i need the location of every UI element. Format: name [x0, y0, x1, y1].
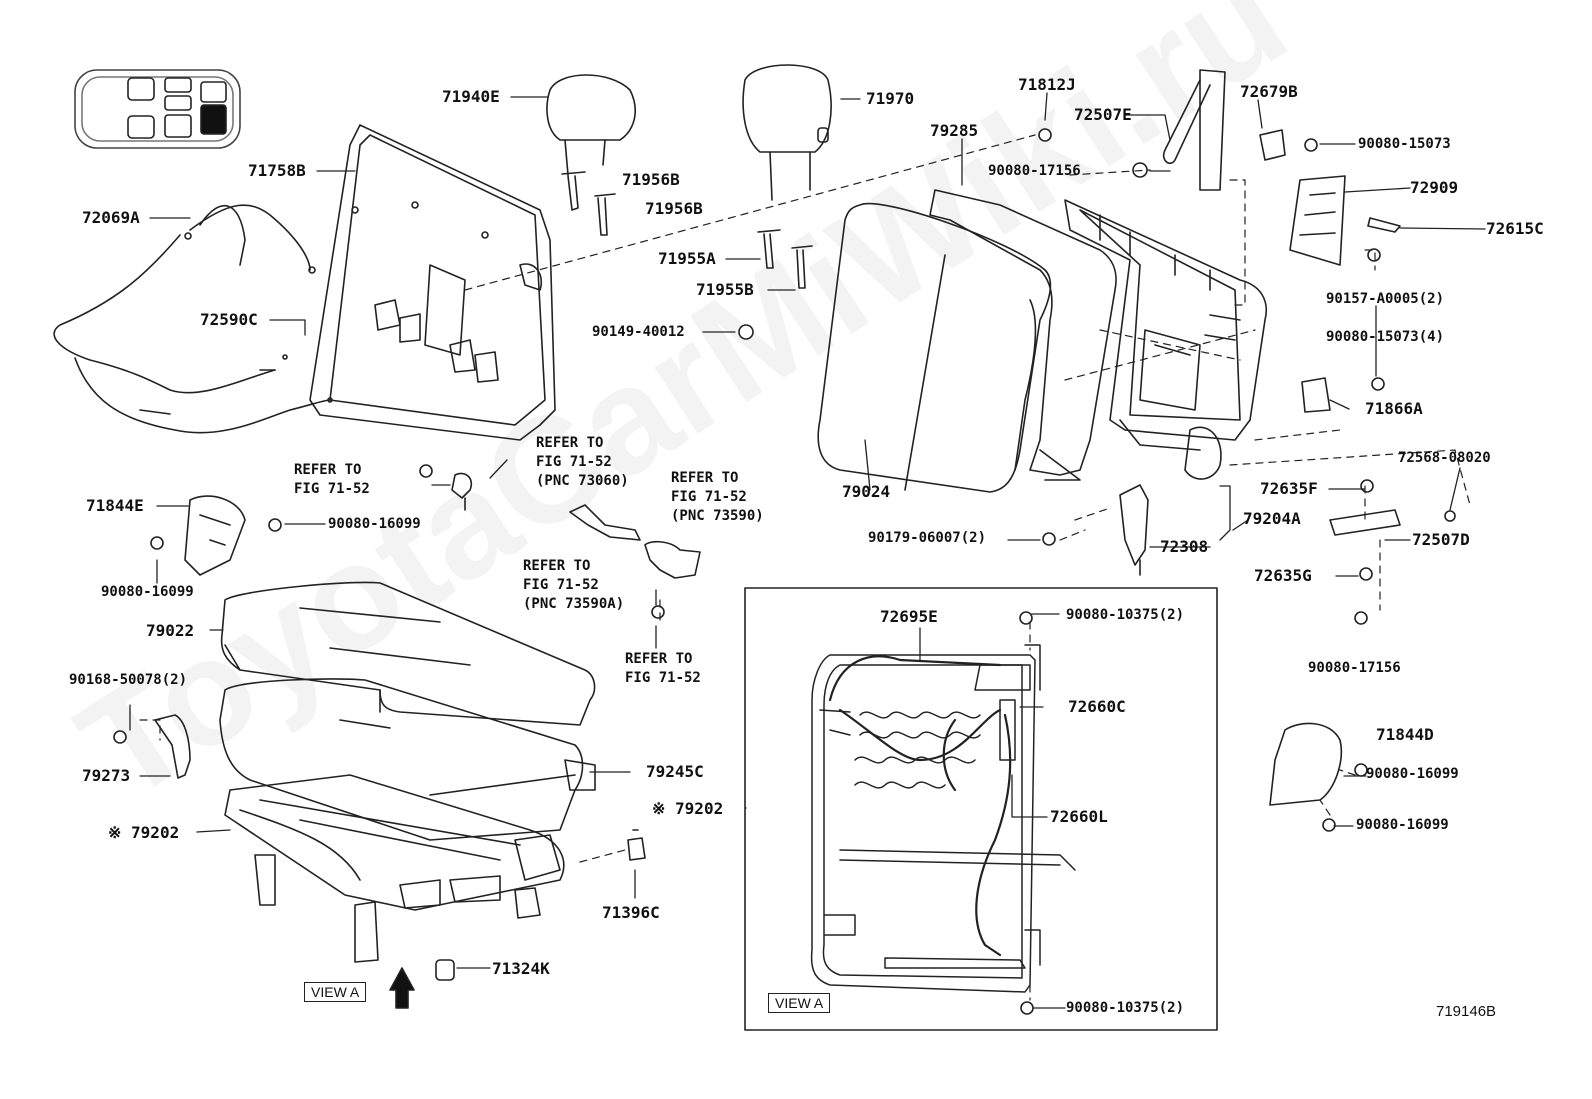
seatback-cover-79024: [817, 202, 1052, 493]
part-label[interactable]: 79204A: [1243, 509, 1301, 528]
small-parts-bottom: [435, 829, 646, 981]
part-label[interactable]: 71844D: [1376, 725, 1434, 744]
part-label[interactable]: 71955B: [696, 280, 754, 299]
part-label[interactable]: 90149-40012: [592, 324, 685, 340]
part-label[interactable]: 72507D: [1412, 530, 1470, 549]
headrest-71970: [742, 64, 832, 201]
part-label[interactable]: 72660L: [1050, 807, 1108, 826]
part-label[interactable]: 72695E: [880, 607, 938, 626]
part-label[interactable]: 90080-16099: [328, 516, 421, 532]
part-label[interactable]: 71956B: [622, 170, 680, 189]
headrest-guides: [561, 171, 813, 289]
part-label[interactable]: 71396C: [602, 903, 660, 922]
part-label[interactable]: 71955A: [658, 249, 716, 268]
part-label[interactable]: 90080-17156: [1308, 660, 1401, 676]
release-cable-assembly: [53, 204, 333, 434]
seatback-pad-79285: [929, 189, 1117, 481]
seat-cushion-cover-79022: [220, 581, 596, 726]
part-label[interactable]: 71940E: [442, 87, 500, 106]
view-a-inset-label: VIEW A: [768, 993, 831, 1013]
seat-cushion-pad-79245C: [219, 678, 596, 841]
part-label[interactable]: 72679B: [1240, 82, 1298, 101]
seat-belt-72507E: [1162, 69, 1226, 191]
side-cover-71844E: [184, 495, 246, 576]
seat-location-icon: [74, 69, 241, 149]
figure-code: 719146B: [1436, 1003, 1497, 1020]
part-label[interactable]: 90168-50078(2): [69, 672, 188, 688]
part-label[interactable]: 72590C: [200, 310, 258, 329]
bracket-79273: [154, 714, 191, 779]
part-label[interactable]: 90080-16099: [1366, 766, 1459, 782]
seat-cushion-frame-79202: [224, 774, 565, 963]
seat-lock-72308: [1119, 484, 1149, 576]
part-label[interactable]: 72909: [1410, 178, 1459, 197]
part-label[interactable]: 90179-06007(2): [868, 530, 987, 546]
part-label[interactable]: 71844E: [86, 496, 144, 515]
seatback-board: [309, 124, 556, 441]
view-arrow: [389, 967, 415, 1009]
part-label[interactable]: 90080-16099: [101, 584, 194, 600]
leader-lines: [129, 92, 1486, 1009]
view-a-label: VIEW A: [304, 982, 367, 1002]
part-label[interactable]: 72308: [1160, 537, 1209, 556]
part-label[interactable]: 90080-15073(4): [1326, 329, 1445, 345]
part-label[interactable]: 71812J: [1018, 75, 1076, 94]
part-label[interactable]: 72069A: [82, 208, 140, 227]
view-a-seat-frame: [810, 644, 1076, 993]
part-label[interactable]: 90157-A0005(2): [1326, 291, 1445, 307]
part-label[interactable]: 72635G: [1254, 566, 1312, 585]
headrest-71940E: [546, 74, 636, 176]
view-a-inset-frame: [744, 587, 1218, 1031]
dashed-guides: [139, 134, 1471, 1001]
part-label[interactable]: 90080-17156: [988, 163, 1081, 179]
part-label[interactable]: 71970: [866, 89, 915, 108]
refer-note[interactable]: REFER TO FIG 71-52: [625, 651, 701, 686]
part-label[interactable]: 79024: [842, 482, 891, 501]
view-a-cables: [828, 655, 1012, 957]
part-label[interactable]: 72615C: [1486, 219, 1544, 238]
refer-note[interactable]: REFER TO FIG 71-52 (PNC 73590A): [523, 558, 625, 612]
part-label[interactable]: 90080-10375(2): [1066, 607, 1185, 623]
part-label[interactable]: 71758B: [248, 161, 306, 180]
part-label[interactable]: 90080-16099: [1356, 817, 1449, 833]
refer-note[interactable]: REFER TO FIG 71-52 (PNC 73590): [671, 470, 764, 524]
part-label[interactable]: 79022: [146, 621, 195, 640]
part-label[interactable]: 90080-10375(2): [1066, 1000, 1185, 1016]
part-label[interactable]: ※ 79202: [652, 799, 724, 818]
refer-note[interactable]: REFER TO FIG 71-52: [294, 462, 370, 497]
part-label[interactable]: 90080-15073: [1358, 136, 1451, 152]
fasteners: [113, 128, 1385, 1015]
part-label[interactable]: 72507E: [1074, 105, 1132, 124]
part-label[interactable]: ※ 79202: [108, 823, 180, 842]
part-label[interactable]: 79245C: [646, 762, 704, 781]
part-label[interactable]: 72635F: [1260, 479, 1318, 498]
belt-buckles-refer: [451, 472, 701, 579]
part-label[interactable]: 79273: [82, 766, 131, 785]
part-label[interactable]: 71324K: [492, 959, 550, 978]
refer-note[interactable]: REFER TO FIG 71-52 (PNC 73060): [536, 435, 629, 489]
part-label[interactable]: 72660C: [1068, 697, 1126, 716]
part-label[interactable]: 79285: [930, 121, 979, 140]
seatback-frame: [1064, 199, 1267, 480]
part-label[interactable]: 71956B: [645, 199, 703, 218]
hardware-right: [1259, 129, 1456, 806]
part-label[interactable]: 71866A: [1365, 399, 1423, 418]
part-label[interactable]: 72568-08020: [1398, 450, 1491, 466]
